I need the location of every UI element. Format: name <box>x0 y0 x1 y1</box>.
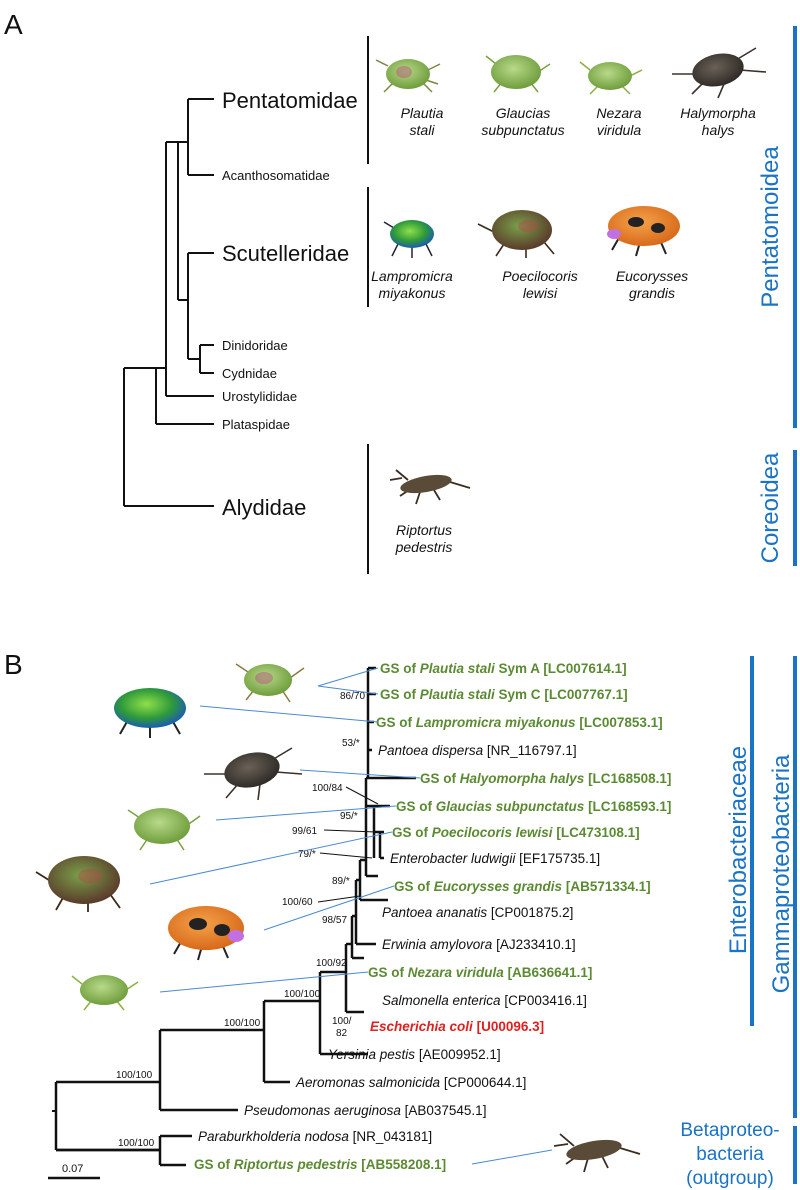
species-label-line2: stali <box>410 122 436 138</box>
panel-a-tree <box>123 98 214 507</box>
svg-text:79/*: 79/* <box>298 849 316 860</box>
svg-text:Escherichia coli [U00096.3]: Escherichia coli [U00096.3] <box>370 1019 544 1034</box>
orange-shield-bug-icon <box>607 206 680 257</box>
svg-text:Pantoea ananatis [CP001875.2]: Pantoea ananatis [CP001875.2] <box>382 905 573 920</box>
family-scutelleridae: Scutelleridae <box>222 241 349 266</box>
svg-text:Aeromonas salmonicida [CP00064: Aeromonas salmonicida [CP000644.1] <box>295 1075 526 1090</box>
species-label-line1: Riptortus <box>396 522 452 538</box>
family-acanthosomatidae: Acanthosomatidae <box>222 168 330 183</box>
svg-text:53/*: 53/* <box>342 738 360 749</box>
bean-bug-icon <box>389 469 471 505</box>
family-dinidoridae: Dinidoridae <box>222 338 288 353</box>
svg-text:GS of Plautia stali Sym A [LC0: GS of Plautia stali Sym A [LC007614.1] <box>380 661 627 676</box>
group-bars <box>750 656 797 1184</box>
species-label-line2: halys <box>702 122 735 138</box>
species-label-line1: Eucorysses <box>616 268 688 284</box>
species-label-line1: Glaucias <box>496 105 550 121</box>
family-alydidae: Alydidae <box>222 495 306 520</box>
species-label-line2: viridula <box>597 122 642 138</box>
group-beta-line3: (outgroup) <box>686 1168 774 1189</box>
svg-text:99/61: 99/61 <box>292 826 317 837</box>
panel-b-tree <box>52 666 416 1167</box>
species-label-line1: Halymorpha <box>680 105 756 121</box>
svg-text:GS of Poecilocoris lewisi [LC4: GS of Poecilocoris lewisi [LC473108.1] <box>392 825 640 840</box>
brown-stink-bug-icon <box>204 747 303 801</box>
svg-text:Enterobacter ludwigii [EF17573: Enterobacter ludwigii [EF175735.1] <box>390 851 600 866</box>
panel-b-label: B <box>4 649 23 680</box>
family-plataspidae: Plataspidae <box>222 417 290 432</box>
svg-text:Salmonella enterica [CP003416.: Salmonella enterica [CP003416.1] <box>382 993 587 1008</box>
jewel-bug-icon <box>35 856 121 912</box>
svg-text:GS of Plautia stali Sym C [LC0: GS of Plautia stali Sym C [LC007767.1] <box>380 687 628 702</box>
family-pentatomidae: Pentatomidae <box>222 88 358 113</box>
svg-text:82: 82 <box>336 1028 348 1039</box>
photo-connectors <box>149 667 553 1165</box>
species-label-line2: subpunctatus <box>481 122 564 138</box>
svg-text:100/100: 100/100 <box>118 1138 155 1149</box>
svg-text:GS of Halyomorpha halys [LC168: GS of Halyomorpha halys [LC168508.1] <box>420 771 671 786</box>
scale-label: 0.07 <box>62 1163 83 1175</box>
species-label-line1: Poecilocoris <box>502 268 577 284</box>
jewel-bug-icon <box>477 210 555 258</box>
svg-text:89/*: 89/* <box>332 876 350 887</box>
group-enterobacteriaceae: Enterobacteriaceae <box>725 746 752 954</box>
species-label-line1: Nezara <box>596 105 641 121</box>
support-leader-lines <box>317 786 379 903</box>
superfamily-coreoidea: Coreoidea <box>757 452 784 563</box>
group-beta-line1: Betaproteo- <box>680 1120 779 1141</box>
svg-text:Paraburkholderia nodosa [NR_04: Paraburkholderia nodosa [NR_043181] <box>198 1129 432 1144</box>
svg-text:GS of Riptortus pedestris [AB5: GS of Riptortus pedestris [AB558208.1] <box>194 1157 446 1172</box>
jewel-bug-icon <box>383 220 434 258</box>
species-label-line2: pedestris <box>395 539 453 555</box>
svg-text:100/: 100/ <box>332 1016 352 1027</box>
species-label-line1: Lampromicra <box>371 268 453 284</box>
species-label-line2: lewisi <box>523 285 558 301</box>
svg-text:100/100: 100/100 <box>224 1018 261 1029</box>
bean-bug-icon <box>553 1133 641 1173</box>
svg-text:Pantoea dispersa [NR_116797.1]: Pantoea dispersa [NR_116797.1] <box>378 743 577 758</box>
svg-text:Pseudomonas aeruginosa [AB0375: Pseudomonas aeruginosa [AB037545.1] <box>244 1103 486 1118</box>
svg-text:GS of Glaucias subpunctatus [L: GS of Glaucias subpunctatus [LC168593.1] <box>396 799 671 814</box>
svg-text:GS of Nezara viridula [AB63664: GS of Nezara viridula [AB636641.1] <box>368 965 592 980</box>
green-stink-bug-icon <box>235 663 305 703</box>
superfamily-pentatomoidea: Pentatomoidea <box>757 146 784 308</box>
svg-text:100/92: 100/92 <box>316 958 347 969</box>
svg-text:100/60: 100/60 <box>282 897 313 908</box>
species-label-line2: miyakonus <box>379 285 446 301</box>
group-beta-line2: bacteria <box>696 1144 764 1165</box>
green-stink-bug-icon <box>127 808 201 851</box>
jewel-bug-icon <box>114 688 186 738</box>
species-label-line2: grandis <box>629 285 675 301</box>
svg-text:95/*: 95/* <box>340 811 358 822</box>
family-cydnidae: Cydnidae <box>222 366 277 381</box>
svg-text:Yersinia pestis [AE009952.1]: Yersinia pestis [AE009952.1] <box>328 1047 501 1062</box>
svg-text:Erwinia amylovora [AJ233410.1]: Erwinia amylovora [AJ233410.1] <box>382 937 576 952</box>
svg-text:100/84: 100/84 <box>312 783 343 794</box>
svg-text:GS of Lampromicra miyakonus [L: GS of Lampromicra miyakonus [LC007853.1] <box>376 715 663 730</box>
orange-shield-bug-icon <box>168 906 244 961</box>
svg-text:98/57: 98/57 <box>322 915 347 926</box>
svg-text:86/70: 86/70 <box>340 691 365 702</box>
svg-text:GS of Eucorysses grandis [AB57: GS of Eucorysses grandis [AB571334.1] <box>394 879 651 894</box>
species-label-line1: Plautia <box>401 105 444 121</box>
family-urostylididae: Urostylididae <box>222 389 297 404</box>
panel-a-label: A <box>4 9 23 40</box>
bootstrap-values: 86/70 53/* 100/84 95/* 99/61 79/* 89/* 1… <box>116 691 365 1149</box>
svg-text:100/100: 100/100 <box>116 1070 153 1081</box>
green-stink-bug-icon <box>579 61 643 95</box>
green-stink-bug-icon <box>375 59 441 93</box>
green-stink-bug-icon <box>71 975 139 1011</box>
panel-b-taxa: GS of Plautia stali Sym A [LC007614.1] G… <box>194 661 671 1172</box>
svg-text:100/100: 100/100 <box>284 989 321 1000</box>
brown-stink-bug-icon <box>672 47 767 99</box>
group-gammaproteobacteria: Gammaproteobacteria <box>768 754 795 993</box>
green-stink-bug-icon <box>485 55 551 93</box>
